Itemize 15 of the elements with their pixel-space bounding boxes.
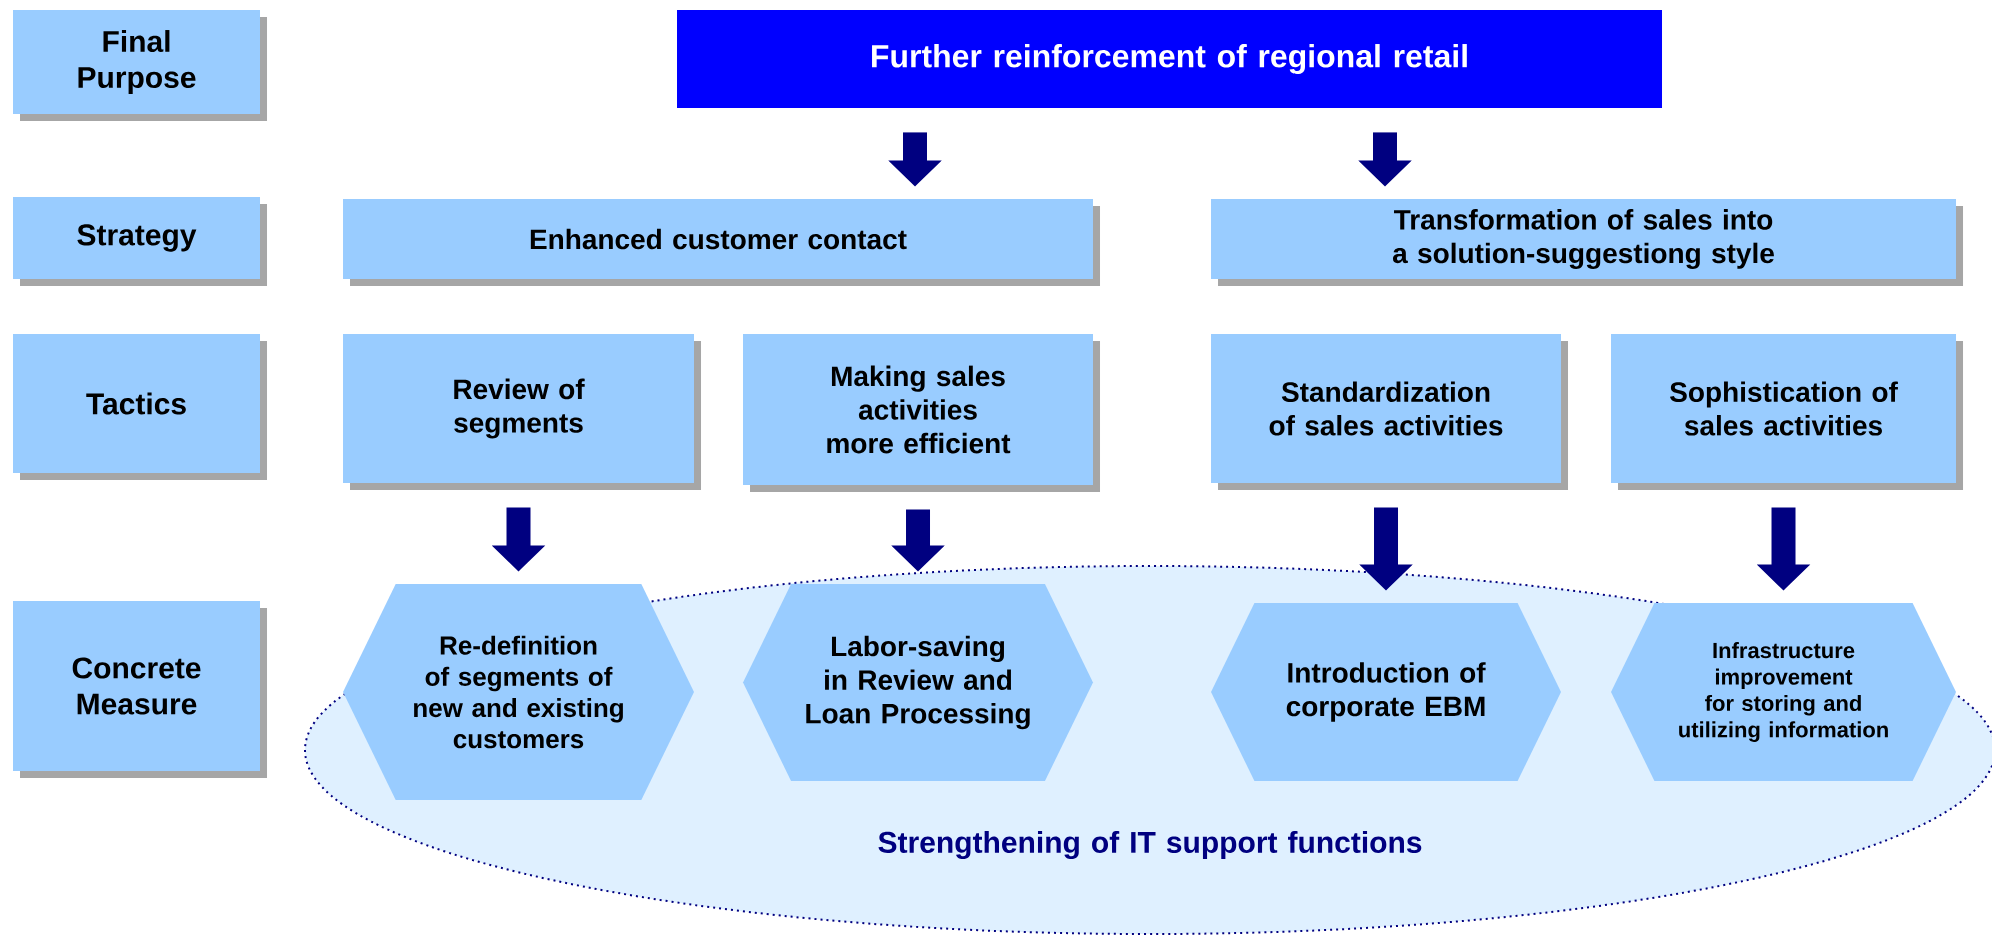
hexagon-box: Introduction of corporate EBM xyxy=(1211,603,1561,781)
row-label-box: Strategy xyxy=(13,197,267,286)
process-box: Standardization of sales activities xyxy=(1211,334,1568,490)
process-box: Sophistication of sales activities xyxy=(1611,334,1963,490)
row-label-box: Concrete Measure xyxy=(13,601,267,778)
process-box: Transformation of sales into a solution-suggestiong style xyxy=(1211,199,1963,286)
process-box: Making sales activities more efficient xyxy=(743,334,1100,492)
hexagon-box: Infrastructure improvement for storing and utilizing information xyxy=(1611,603,1956,781)
row-label-box: Final Purpose xyxy=(13,10,267,121)
purpose-box: Further reinforcement of regional retail xyxy=(677,10,1662,108)
process-box: Enhanced customer contact xyxy=(343,199,1100,286)
hexagon-box: Labor-saving in Review and Loan Processing xyxy=(743,584,1093,781)
hexagon-box: Re-definition of segments of new and existing customers xyxy=(343,584,694,800)
process-box: Review of segments xyxy=(343,334,701,490)
row-label-box: Tactics xyxy=(13,334,267,480)
